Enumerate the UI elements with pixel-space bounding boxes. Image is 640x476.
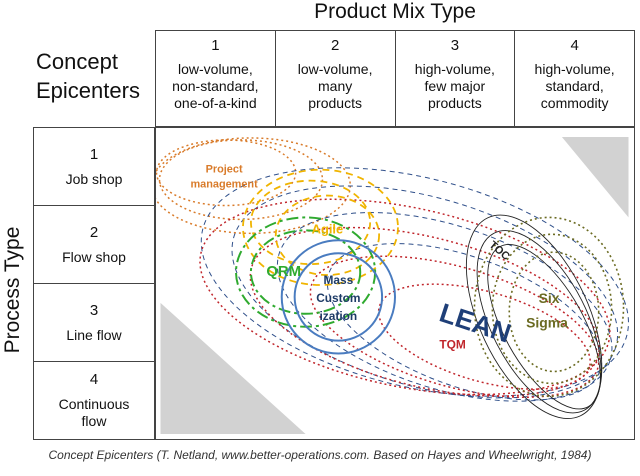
mass-label-line-1: Mass	[323, 273, 353, 287]
lean-ellipse	[231, 185, 619, 399]
agile-label: Agile	[312, 221, 344, 236]
toc-ellipse	[465, 214, 603, 419]
row-3: 3 Line flow	[34, 283, 154, 361]
tqm-ellipse	[309, 255, 600, 398]
shaded-corner-top-right	[561, 136, 629, 218]
concept-epicenters-heading: Concept Epicenters	[36, 47, 140, 105]
row-2: 2 Flow shop	[34, 205, 154, 283]
column-text-line: many	[318, 78, 353, 94]
tqm-ellipse	[199, 198, 611, 396]
column-number: 3	[450, 37, 460, 54]
row-number: 4	[89, 371, 99, 388]
row-text-line: Job shop	[65, 170, 123, 187]
tqm-label: TQM	[439, 338, 466, 352]
column-text-line: products	[308, 95, 362, 111]
toc-ellipse	[476, 230, 602, 414]
process-type-title: Process Type	[1, 226, 24, 354]
qrm-ellipse	[249, 229, 362, 315]
epicenter-plot: Project management Agile QRM Mass Custom…	[155, 127, 635, 440]
column-2: 2 low-volume, many products	[274, 31, 395, 126]
column-text-line: one-of-a-kind	[174, 95, 257, 111]
mass-label-line-2: Custom	[316, 291, 360, 305]
shaded-corner-bottom-left	[160, 302, 306, 435]
column-4: 4 high-volume, standard, commodity	[514, 31, 634, 126]
six-ellipse	[473, 216, 625, 398]
mass-circle	[293, 252, 384, 342]
mass-label-line-3: ization	[320, 309, 358, 323]
toc-ellipses	[465, 214, 603, 419]
column-number: 2	[330, 37, 340, 54]
row-number: 2	[89, 223, 99, 241]
row-1: 1 Job shop	[34, 128, 154, 205]
column-text-line: low-volume,	[297, 61, 373, 77]
six-label-line-2: Sigma	[526, 315, 568, 331]
tqm-ellipse	[377, 283, 591, 390]
process-type-rows: 1 Job shop 2 Flow shop 3 Line flow 4 Con…	[33, 127, 155, 440]
agile-ellipse	[242, 168, 399, 286]
six-label-line-1: Six	[539, 290, 560, 306]
row-text-line: Line flow	[66, 326, 122, 343]
six-ellipse	[508, 251, 600, 373]
column-number: 1	[211, 37, 220, 54]
project-label-line-1: Project	[206, 164, 243, 176]
project-label-line-2: management	[190, 179, 258, 191]
product-mix-title: Product Mix Type	[314, 0, 476, 23]
agile-ellipse	[250, 179, 372, 266]
corner-line-2: Epicenters	[36, 78, 140, 103]
row-number: 3	[89, 301, 99, 319]
row-4: 4 Continuous flow	[34, 361, 154, 439]
row-text-line: Continuous	[58, 396, 130, 412]
column-text-line: commodity	[540, 95, 609, 111]
source-caption: Concept Epicenters (T. Netland, www.bett…	[48, 448, 592, 462]
column-number: 4	[570, 37, 579, 54]
corner-line-1: Concept	[36, 49, 118, 74]
column-text-line: standard,	[545, 78, 604, 94]
column-1: 1 low-volume, non-standard, one-of-a-kin…	[156, 31, 275, 126]
row-text-line: flow	[81, 413, 107, 429]
column-text-line: non-standard,	[172, 78, 259, 94]
agile-ellipses	[242, 168, 399, 286]
toc-ellipse	[487, 244, 601, 410]
six-sigma-ellipses	[473, 216, 625, 398]
column-text-line: few major	[424, 78, 486, 94]
product-mix-columns: 1 low-volume, non-standard, one-of-a-kin…	[155, 30, 635, 127]
column-text-line: low-volume,	[178, 61, 253, 77]
row-number: 1	[89, 145, 99, 163]
tqm-ellipse	[249, 226, 601, 397]
tqm-ellipses	[199, 198, 611, 398]
mass-customization-circles	[280, 239, 396, 355]
row-text-line: Flow shop	[62, 248, 126, 265]
mass-circle	[280, 239, 396, 355]
six-ellipse	[491, 233, 613, 385]
lean-ellipse	[276, 212, 613, 402]
column-text-line: products	[428, 95, 482, 111]
qrm-label: QRM	[266, 264, 301, 280]
column-text-line: high-volume,	[414, 61, 495, 77]
column-text-line: high-volume,	[534, 61, 615, 77]
column-3: 3 high-volume, few major products	[394, 31, 515, 126]
agile-ellipse	[274, 194, 380, 276]
lean-ellipse	[200, 167, 629, 397]
